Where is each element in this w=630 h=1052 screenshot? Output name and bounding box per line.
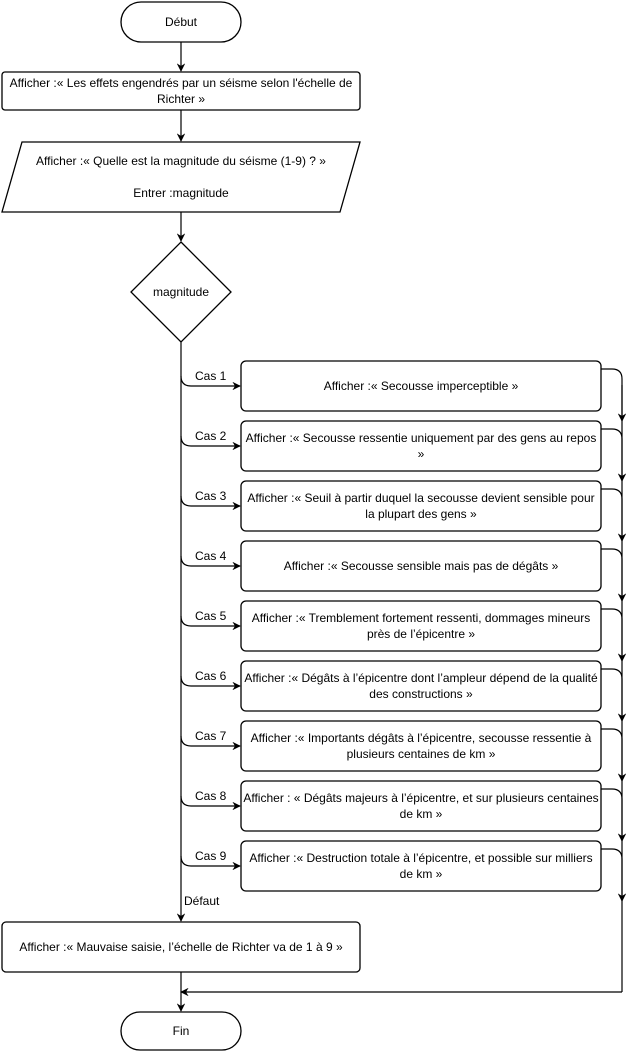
case-8-process-box — [240, 780, 602, 832]
case-4-display-text: Afficher :« Secousse sensible mais pas d… — [283, 559, 559, 573]
case-1-label: Cas 1 — [194, 369, 228, 383]
case-7-process-box — [240, 720, 602, 772]
case-3-process-box — [240, 480, 602, 532]
case-8-display-text: Afficher : « Dégâts majeurs à l’épicentr… — [243, 791, 599, 821]
default-display-text: Afficher :« Mauvaise saisie, l’échelle d… — [19, 940, 343, 954]
edge-to-case-5 — [180, 615, 241, 631]
start-label: Début — [164, 15, 198, 29]
edge-from-case-1 — [601, 368, 627, 422]
edge-to-case-7 — [180, 735, 241, 751]
case-7-display-text: Afficher :« Importants dégâts à l’épicen… — [250, 731, 592, 761]
edge-from-case-6 — [601, 668, 627, 722]
edge-from-case-9 — [601, 848, 627, 902]
edge-from-case-8 — [601, 788, 627, 842]
case-9-process-box — [240, 840, 602, 892]
case-6-display-text: Afficher :« Dégâts à l’épicentre dont l’… — [244, 671, 598, 701]
case-5-process-box — [240, 600, 602, 652]
case-3-label: Cas 3 — [194, 489, 228, 503]
case-1-display-text: Afficher :« Secousse imperceptible » — [323, 379, 519, 393]
case-9-label: Cas 9 — [194, 849, 228, 863]
edge-to-case-6 — [180, 675, 241, 691]
edge-to-case-2 — [180, 435, 241, 451]
edge-from-case-2 — [601, 428, 627, 482]
case-2-display-text: Afficher :« Secousse ressentie uniquemen… — [245, 431, 597, 461]
input-block-text: Afficher :« Quelle est la magnitude du s… — [36, 154, 326, 200]
decision-label: magnitude — [152, 285, 210, 299]
case-5-label: Cas 5 — [194, 609, 228, 623]
case-6-label: Cas 6 — [194, 669, 228, 683]
case-4-label: Cas 4 — [194, 549, 228, 563]
case-3-display-text: Afficher :« Seuil à partir duquel la sec… — [247, 491, 595, 521]
input-parallelogram — [1, 141, 361, 213]
edge-to-case-8 — [180, 795, 241, 811]
case-6-process-box — [240, 660, 602, 712]
case-5-display-text: Afficher :« Tremblement fortement ressen… — [251, 611, 591, 641]
end-terminator — [120, 1011, 242, 1051]
case-7-label: Cas 7 — [194, 729, 228, 743]
edge-from-case-5 — [601, 608, 627, 662]
edge-to-case-4 — [180, 555, 241, 571]
default-edge-label: Défaut — [183, 894, 221, 908]
edge-to-case-3 — [180, 495, 241, 511]
case-2-process-box — [240, 420, 602, 472]
edge-to-case-1 — [180, 375, 241, 391]
edge-from-case-7 — [601, 728, 627, 782]
end-label: Fin — [172, 1024, 190, 1038]
edge-from-case-4 — [601, 548, 627, 602]
case-4-process-box — [240, 540, 602, 592]
edge-to-case-9 — [180, 855, 241, 871]
case-2-label: Cas 2 — [194, 429, 228, 443]
edge-from-case-3 — [601, 488, 627, 542]
case-8-label: Cas 8 — [194, 789, 228, 803]
intro-display-text: Afficher :« Les effets engendrés par un … — [9, 76, 353, 106]
case-9-display-text: Afficher :« Destruction totale à l’épice… — [249, 851, 593, 881]
case-1-process-box — [240, 360, 602, 412]
